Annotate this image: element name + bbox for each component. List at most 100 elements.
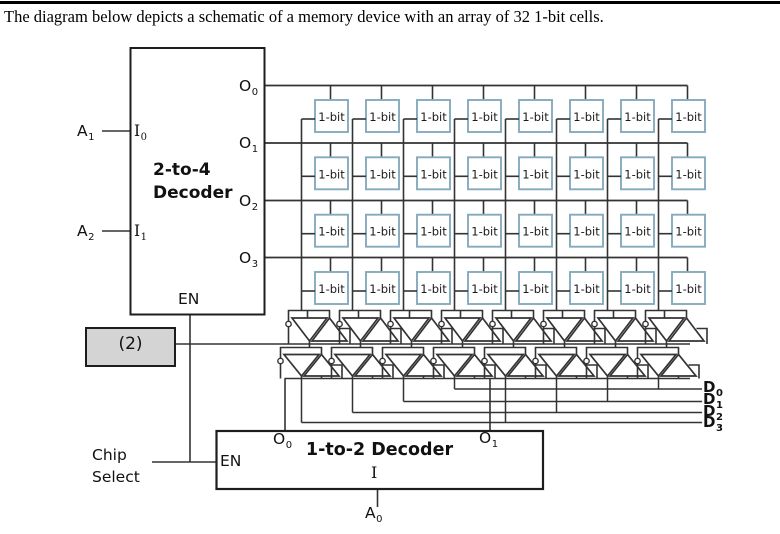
pin-o0-label: O0 [239, 77, 259, 98]
tristate-buffer [596, 317, 635, 343]
tristate-buffer [290, 317, 329, 343]
enable-bubble-icon [532, 357, 539, 365]
decoder-1to2-box [215, 429, 545, 491]
enable-bubble-icon [583, 357, 590, 365]
control-box-label: (2) [118, 334, 143, 354]
enable-bubble-icon [430, 357, 437, 365]
tristate-buffer [361, 316, 400, 342]
data-d1-label: D1 [703, 390, 723, 411]
decoder-2to4-en-label: EN [178, 290, 200, 308]
memory-cell [518, 156, 553, 191]
memory-cell [416, 156, 451, 191]
enable-bubble-icon [634, 357, 641, 365]
memory-cell-label: 1-bit [675, 167, 702, 181]
decoder-2to4-title-line1: 2-to-4 [153, 160, 211, 180]
enable-bubble-icon [489, 320, 496, 328]
memory-cell-label: 1-bit [471, 167, 498, 181]
tristate-buffer [565, 316, 604, 342]
memory-cell [569, 156, 604, 191]
memory-cell-label: 1-bit [522, 167, 549, 181]
write-buffer-row [175, 309, 708, 348]
memory-cell [671, 213, 706, 248]
memory-cell-label: 1-bit [471, 225, 498, 239]
data-d0-label: D0 [703, 378, 723, 399]
decoder-1to2-en-label: EN [220, 452, 242, 470]
tristate-buffer [494, 317, 533, 343]
tristate-buffer [463, 316, 502, 342]
memory-cell [569, 99, 604, 133]
tristate-buffer [486, 353, 525, 378]
enable-bubble-icon [540, 320, 547, 328]
memory-cell-label: 1-bit [573, 282, 600, 296]
memory-cell-label: 1-bit [318, 110, 345, 124]
memory-cell-label: 1-bit [522, 110, 549, 124]
memory-cell [518, 99, 553, 133]
wire [484, 364, 496, 379]
enable-bubble-icon [481, 357, 488, 365]
tristate-buffer [588, 353, 627, 378]
memory-cell [416, 271, 451, 305]
memory-cell [365, 213, 400, 248]
read-buffer-row [277, 346, 700, 380]
enable-bubble-icon [277, 357, 284, 365]
wire [351, 376, 374, 379]
input-a1-label: A1 [77, 122, 95, 143]
pin-o2-label: O2 [239, 192, 259, 213]
memory-cell [620, 99, 655, 133]
tristate-buffer [310, 316, 349, 342]
tristate-buffer [667, 316, 706, 342]
memory-cell-label: 1-bit [573, 110, 600, 124]
wire [402, 376, 425, 379]
memory-cell-label: 1-bit [675, 110, 702, 124]
tristate-buffer [341, 317, 380, 343]
memory-cell [467, 156, 502, 191]
memory-cell-label: 1-bit [624, 225, 651, 239]
tristate-buffer [647, 317, 686, 343]
memory-cell-label: 1-bit [369, 282, 396, 296]
memory-cell [365, 156, 400, 191]
chip-select-label-line2: Select [92, 468, 140, 486]
tristate-buffer [545, 317, 584, 343]
memory-cell [467, 99, 502, 133]
pin-i1-label: I1 [134, 222, 147, 243]
memory-cell-label: 1-bit [522, 282, 549, 296]
tristate-buffer [384, 353, 423, 378]
tristate-buffer [616, 316, 655, 342]
memory-cell-label: 1-bit [420, 282, 447, 296]
control-box [85, 327, 176, 367]
memory-cell [569, 271, 604, 305]
wire [555, 376, 578, 379]
data-d3-label: D3 [703, 413, 723, 434]
memory-cell [416, 213, 451, 248]
memory-cell-label: 1-bit [624, 282, 651, 296]
tristate-buffer [537, 353, 576, 378]
enable-bubble-icon [336, 320, 343, 328]
wire [382, 364, 394, 379]
memory-cell [467, 271, 502, 305]
tristate-buffer [435, 353, 474, 378]
wire [696, 327, 708, 344]
decoder-2to4-title-line2: Decoder [153, 183, 233, 203]
wire [504, 376, 527, 379]
pin-i-1to2-label: I [371, 463, 378, 482]
memory-cell [365, 271, 400, 305]
wire [331, 364, 343, 379]
memory-cell [416, 99, 451, 133]
memory-cell [314, 213, 349, 248]
wire [657, 376, 680, 379]
wire [535, 364, 547, 379]
tristate-buffer [392, 317, 431, 343]
memory-cell [671, 99, 706, 133]
word-lines [264, 84, 689, 272]
tristate-buffer [443, 317, 482, 343]
top-border-rule [0, 1, 780, 4]
data-bus [284, 378, 702, 431]
cell-array: 1-bit 1-bit 1-bit 1-bit 1-bit 1-bit 1-bit 1-bit… [314, 99, 706, 305]
memory-cell-label: 1-bit [420, 225, 447, 239]
tristate-buffer [282, 353, 321, 378]
memory-cell [518, 213, 553, 248]
decoder-2to4-title: 2-to-4 Decoder [153, 159, 232, 205]
enable-bubble-icon [387, 320, 394, 328]
memory-cell-label: 1-bit [369, 110, 396, 124]
